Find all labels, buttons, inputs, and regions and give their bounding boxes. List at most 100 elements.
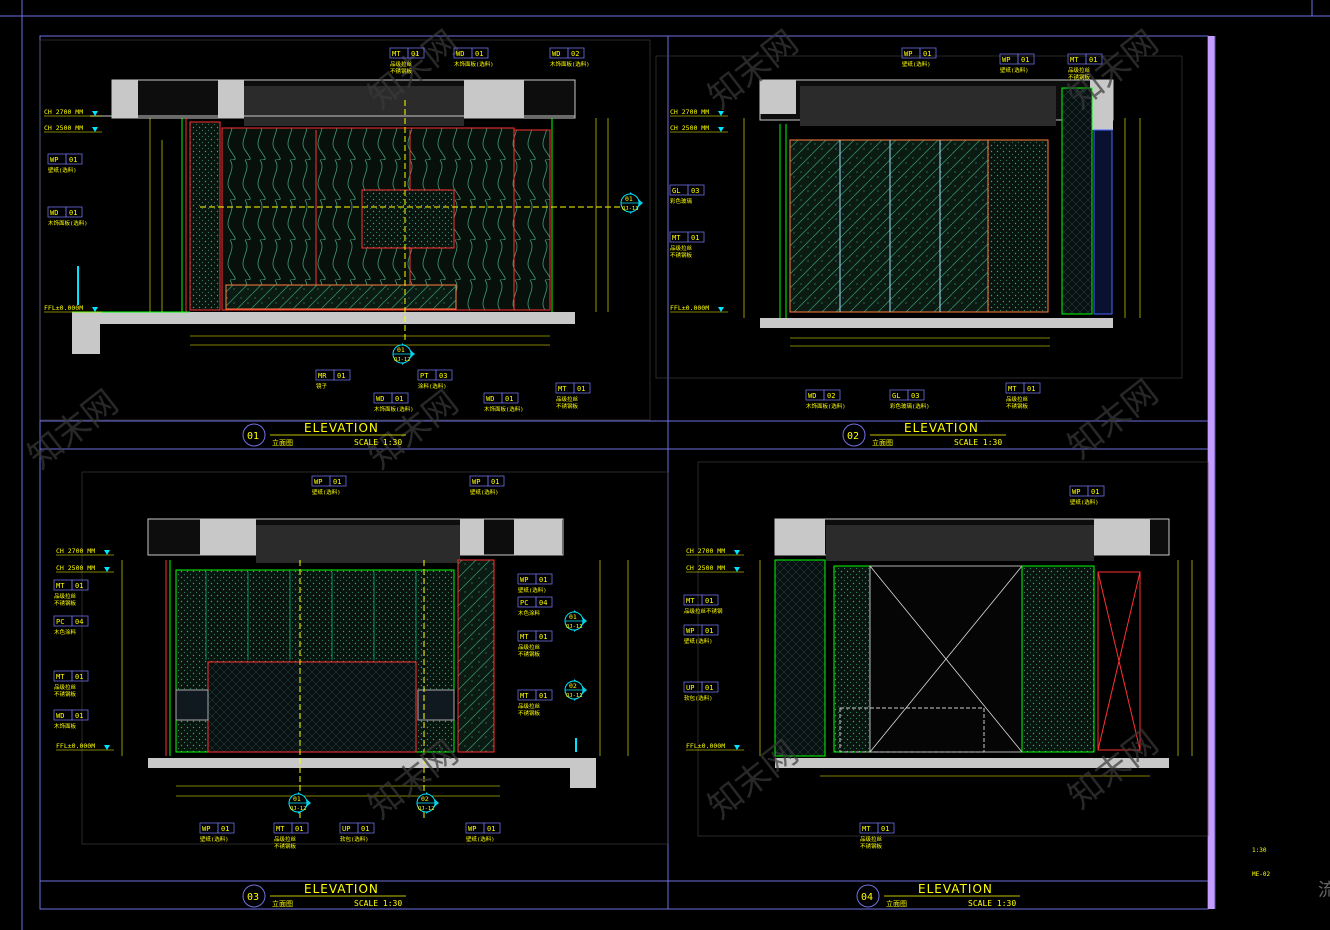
level-label: CH 2700 MM: [56, 547, 95, 555]
elevation-title: ELEVATION: [904, 421, 979, 435]
section-ref: QJ-11: [566, 624, 583, 630]
tag-number: 01: [539, 692, 547, 700]
material-tag: WD 02 木饰面板(选料): [805, 389, 846, 410]
elevation-02-drawing: [655, 55, 1183, 379]
level-label: CH 2500 MM: [686, 564, 725, 572]
tag-code: MT: [672, 234, 681, 242]
glass-panel-cross: [869, 565, 1023, 753]
tag-number: 01: [221, 825, 229, 833]
tag-code: PC: [520, 599, 528, 607]
tag-number: 01: [539, 633, 547, 641]
elevation-03-drawing: [81, 471, 669, 845]
section-ref: QJ-12: [394, 357, 411, 363]
tag-number: 01: [395, 395, 403, 403]
tag-code: WD: [56, 712, 64, 720]
door-frame: [1097, 571, 1141, 751]
tag-code: MT: [862, 825, 871, 833]
tag-description: 壁纸(选料): [312, 488, 341, 496]
floor-slab: [72, 312, 575, 324]
elevation-title: ELEVATION: [304, 421, 379, 435]
tag-code: WP: [50, 156, 58, 164]
tag-description: 品级拉丝不锈钢板: [1006, 395, 1029, 410]
tag-description: 壁纸(选料): [470, 488, 499, 496]
tag-description: 壁纸(选料): [48, 166, 77, 174]
tag-number: 01: [1089, 56, 1097, 64]
tag-number: 01: [69, 156, 77, 164]
tag-code: WD: [808, 392, 816, 400]
tag-description: 木饰面板(选料): [550, 60, 590, 68]
tag-code: WD: [50, 209, 58, 217]
tag-description: 壁纸(选料): [466, 835, 495, 843]
tag-code: MT: [558, 385, 567, 393]
tag-number: 01: [691, 234, 699, 242]
wallpaper-panel-right: [1021, 565, 1095, 753]
tag-number: 01: [75, 582, 83, 590]
tag-code: PC: [56, 618, 64, 626]
elevation-subtitle: 立面图: [872, 438, 893, 447]
tag-code: MT: [56, 582, 65, 590]
elevation-subtitle: 立面图: [272, 438, 293, 447]
wallpaper-panel: [833, 565, 871, 753]
tag-description: 木色涂料: [54, 628, 77, 636]
tag-description: 品级拉丝不锈钢板: [860, 835, 883, 850]
left-wall-panel: [774, 559, 826, 757]
tv-panel: [361, 189, 455, 249]
material-tag: WP 01 壁纸(选料): [47, 153, 83, 174]
tag-number: 01: [475, 50, 483, 58]
section-markers: 01QJ-1301QJ-1201QJ-1102QJ-1101QJ-1202QJ-…: [288, 192, 643, 814]
watermark-text: 知末网: [1061, 373, 1166, 467]
tag-number: 01: [505, 395, 513, 403]
level-label: CH 2700 MM: [686, 547, 725, 555]
corner-mark: 流 软: [1318, 880, 1330, 901]
tag-number: 01: [491, 478, 499, 486]
tag-number: 04: [75, 618, 83, 626]
tag-number: 01: [337, 372, 345, 380]
tag-description: 品级拉丝不锈钢板: [54, 592, 77, 607]
elevation-scale: SCALE 1:30: [354, 438, 402, 447]
tag-code: PT: [420, 372, 429, 380]
elevation-number: 04: [861, 892, 873, 903]
tag-code: MT: [520, 633, 529, 641]
tag-description: 品级拉丝不锈钢板: [556, 395, 579, 410]
tag-number: 01: [577, 385, 585, 393]
tag-description: 壁纸(选料): [684, 637, 713, 645]
tag-description: 彩色玻璃: [670, 197, 693, 205]
tag-number: 03: [911, 392, 919, 400]
elevation-scale: SCALE 1:30: [954, 438, 1002, 447]
material-tag: MT 01 品级拉丝不锈钢板: [555, 382, 591, 410]
section-number: 01: [293, 795, 301, 803]
tag-code: WD: [486, 395, 494, 403]
tag-code: MT: [686, 597, 695, 605]
elevation-scale: SCALE 1:30: [354, 899, 402, 908]
floor-slab: [148, 758, 596, 768]
tag-code: GL: [892, 392, 900, 400]
tag-code: WP: [686, 627, 694, 635]
tag-number: 01: [69, 209, 77, 217]
tag-code: UP: [342, 825, 350, 833]
tag-number: 02: [827, 392, 835, 400]
tag-description: 品级拉丝不锈钢板: [54, 683, 77, 698]
tag-code: MT: [1070, 56, 1079, 64]
tag-number: 01: [1021, 56, 1029, 64]
section-number: 01: [569, 613, 577, 621]
tag-description: 木饰面板(选料): [806, 402, 846, 410]
side-panel-right: [513, 129, 551, 311]
section-number: 02: [421, 795, 429, 803]
